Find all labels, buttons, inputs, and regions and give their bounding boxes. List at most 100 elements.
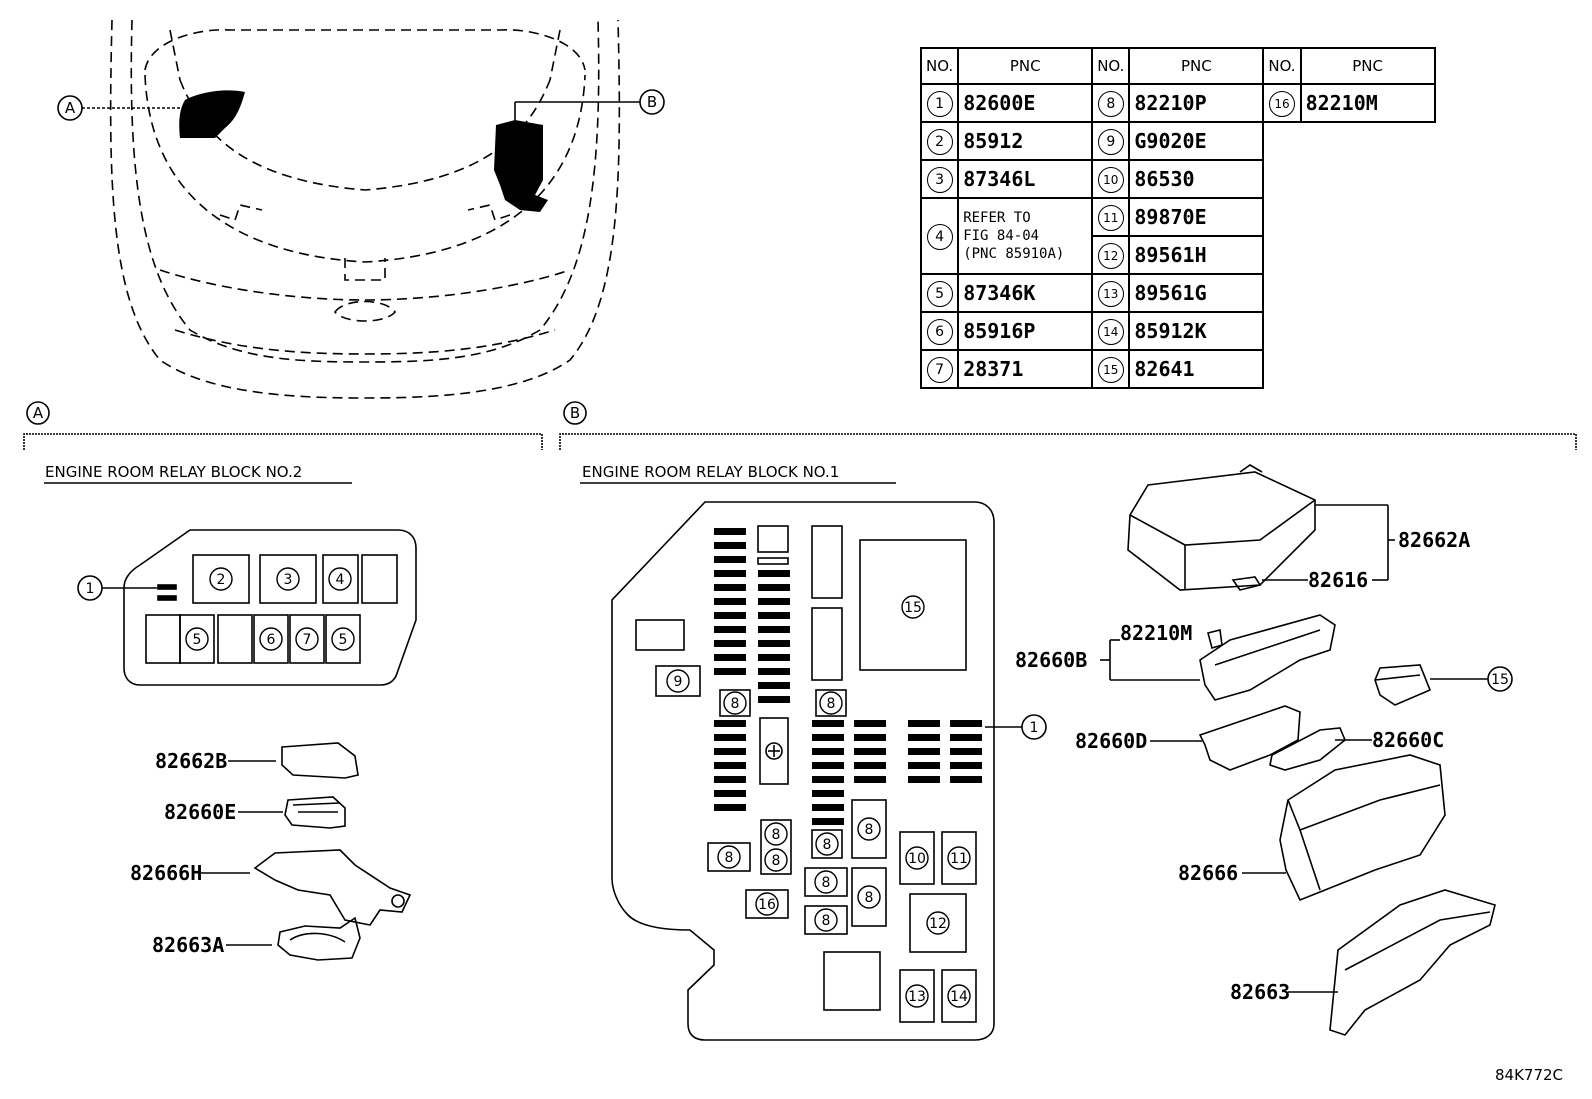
block-b-num-8h: 8 — [822, 875, 831, 891]
block-b-num-8e: 8 — [725, 850, 734, 866]
block-b-num-12: 12 — [929, 916, 947, 932]
table-row: 6 85916P 14 85912K — [919, 311, 1435, 351]
part-82666h: 82666H — [130, 861, 202, 885]
item-number: 16 — [1268, 91, 1295, 117]
part-82666: 82666 — [1178, 861, 1238, 885]
no-header: NO. — [1262, 47, 1302, 85]
table-row: 3 87346L 10 86530 — [919, 159, 1435, 199]
pnc-value: 87346K — [957, 273, 1094, 313]
pnc-value: 82210P — [1128, 83, 1265, 123]
block-b-num-8a: 8 — [731, 696, 740, 712]
item-number: 7 — [926, 357, 953, 383]
relay-block-no2 — [77, 529, 417, 686]
pnc-header: PNC — [957, 47, 1094, 85]
block-b-num-15: 15 — [904, 600, 922, 616]
pnc-value: 89870E — [1128, 197, 1265, 237]
item-number: 10 — [1097, 167, 1124, 193]
block-b-num-8j: 8 — [822, 913, 831, 929]
block-a-num-7: 7 — [303, 632, 312, 648]
pnc-value: 85912K — [1128, 311, 1265, 351]
table-row: 12 89561H — [921, 235, 1435, 275]
item-number: 4 — [926, 224, 953, 250]
block-b-parts — [1100, 464, 1513, 1036]
part-82660e: 82660E — [164, 800, 236, 824]
callout-b: B — [647, 93, 657, 111]
part-82663a: 82663A — [152, 933, 224, 957]
block-b-num-8i: 8 — [865, 890, 874, 906]
pnc-value: 85916P — [957, 311, 1094, 351]
pnc-value: 28371 — [957, 349, 1094, 389]
block-b-num-8b: 8 — [827, 696, 836, 712]
item-number: 1 — [926, 91, 953, 117]
section-a-title: ENGINE ROOM RELAY BLOCK NO.2 — [45, 463, 302, 481]
block-b-num-8c: 8 — [772, 827, 781, 843]
block-b-num-11: 11 — [950, 851, 968, 867]
item-number: 11 — [1097, 205, 1124, 231]
item-number: 6 — [926, 319, 953, 345]
block-a-num-1: 1 — [86, 581, 95, 597]
item-number: 9 — [1097, 129, 1124, 155]
table-row: 7 28371 15 82641 — [919, 349, 1435, 389]
part-82662a: 82662A — [1398, 528, 1470, 552]
pnc-note: REFER TO FIG 84-04 (PNC 85910A) — [957, 197, 1094, 275]
callout-a: A — [65, 99, 76, 117]
block-b-num-1: 1 — [1030, 720, 1039, 736]
block-b-num-8d: 8 — [865, 822, 874, 838]
item-number: 13 — [1097, 281, 1124, 307]
block-a-num-4: 4 — [336, 572, 345, 588]
pnc-value: G9020E — [1128, 121, 1265, 161]
block-a-parts — [200, 742, 412, 961]
block-a-relay-numbers — [185, 567, 355, 651]
table-row: 1 82600E 8 82210P 16 82210M — [919, 83, 1436, 123]
part-82662b: 82662B — [155, 749, 227, 773]
block-b-num-14: 14 — [950, 989, 968, 1005]
pnc-value: 89561G — [1128, 273, 1265, 313]
block-a-location — [179, 90, 245, 138]
pnc-table: NO. PNC NO. PNC NO. PNC 1 82600E 8 82210… — [919, 47, 1436, 389]
block-b-num-10: 10 — [908, 851, 926, 867]
table-row: 5 87346K 13 89561G — [919, 273, 1435, 313]
pnc-value: 87346L — [957, 159, 1094, 199]
table-row: 2 85912 9 G9020E — [919, 121, 1435, 161]
part-82660d: 82660D — [1075, 729, 1147, 753]
pnc-header: PNC — [1128, 47, 1265, 85]
section-a-marker: A — [33, 404, 44, 422]
item-number: 8 — [1097, 91, 1124, 117]
block-a-num-5: 5 — [193, 632, 202, 648]
relay-block-no1 — [611, 501, 1047, 1041]
pnc-value: 82600E — [957, 83, 1094, 123]
section-b-marker: B — [570, 404, 580, 422]
item-number: 5 — [926, 281, 953, 307]
block-b-relay-numbers — [666, 595, 971, 1008]
pnc-value: 82210M — [1299, 83, 1436, 123]
item-number: 12 — [1097, 243, 1124, 269]
pnc-value: 85912 — [957, 121, 1094, 161]
part-82660c: 82660C — [1372, 728, 1444, 752]
no-header: NO. — [1091, 47, 1131, 85]
item-number: 15 — [1097, 357, 1124, 383]
block-b-num-9: 9 — [674, 674, 683, 690]
part-82660b: 82660B — [1015, 648, 1087, 672]
block-b-num-16: 16 — [758, 897, 776, 913]
part-82210m: 82210M — [1120, 621, 1192, 645]
block-b-location — [494, 120, 548, 212]
block-b-num-13: 13 — [908, 989, 926, 1005]
pnc-header: PNC — [1299, 47, 1436, 85]
part-82663: 82663 — [1230, 980, 1290, 1004]
pnc-value: 89561H — [1128, 235, 1265, 275]
table-header-row: NO. PNC NO. PNC NO. PNC — [919, 47, 1436, 85]
block-a-num-2: 2 — [217, 572, 226, 588]
block-a-num-6: 6 — [267, 632, 276, 648]
car-overview — [109, 19, 621, 399]
item-number: 2 — [926, 129, 953, 155]
block-b-num-8f: 8 — [823, 837, 832, 853]
block-b-num-8g: 8 — [772, 853, 781, 869]
table-row: 4 REFER TO FIG 84-04 (PNC 85910A) 11 898… — [919, 197, 1435, 275]
block-a-num-3: 3 — [284, 572, 293, 588]
part-82616: 82616 — [1308, 568, 1368, 592]
part-ref-15: 15 — [1491, 672, 1509, 688]
diagram-code: 84K772C — [1495, 1066, 1563, 1084]
block-a-num-5b: 5 — [339, 632, 348, 648]
item-number: 14 — [1097, 319, 1124, 345]
